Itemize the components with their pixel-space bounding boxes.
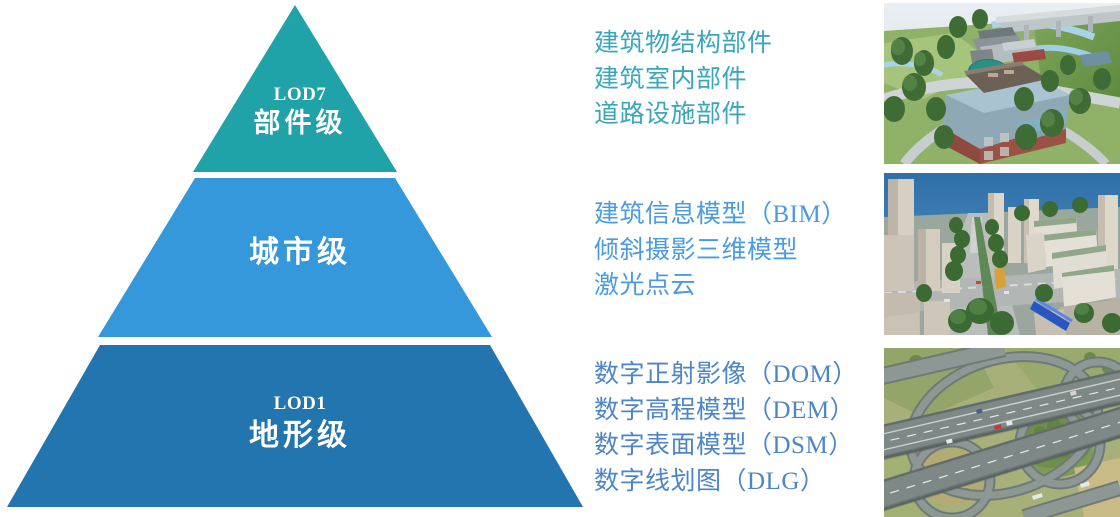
aerial-orthophoto-interchange-image	[884, 348, 1120, 517]
thumbnail-terrain-level[interactable]	[884, 348, 1120, 517]
description-block-city-level: 建筑信息模型（BIM） 倾斜摄影三维模型激光点云	[594, 197, 847, 304]
pyramid-shapes	[7, 5, 583, 507]
pyramid-tier-3-shape[interactable]	[7, 345, 583, 507]
description-line: 建筑室内部件	[594, 65, 748, 93]
description-line: 建筑物结构部件	[594, 30, 773, 57]
pyramid-tier-1-shape[interactable]	[193, 5, 397, 172]
description-line: 数字正射影像（DOM）	[594, 361, 858, 388]
description-line: 激光点云	[594, 272, 697, 299]
description-line: 建筑信息模型（BIM）	[594, 201, 847, 228]
description-line: 数字表面模型（DSM）	[594, 432, 854, 459]
description-line: 数字线划图（DLG）	[594, 467, 826, 495]
description-block-component-level: 建筑物结构部件建筑室内部件道路设施部件	[594, 26, 773, 133]
pyramid-tier-2-shape[interactable]	[98, 178, 492, 337]
description-line: 数字高程模型（DEM）	[594, 396, 856, 424]
oblique-photography-city-model-image	[884, 173, 1120, 335]
building-model-render-image	[884, 3, 1120, 164]
lod-pyramid-diagram: LOD7 部件级 城市级 LOD1 地形级	[7, 5, 583, 507]
description-line: 倾斜摄影三维模型	[594, 236, 799, 264]
description-block-terrain-level: 数字正射影像（DOM） 数字高程模型（DEM） 数字表面模型（DSM） 数字线划图（D…	[594, 357, 858, 499]
description-line: 道路设施部件	[594, 101, 748, 128]
thumbnail-city-level[interactable]	[884, 173, 1120, 335]
thumbnail-component-level[interactable]	[884, 3, 1120, 164]
